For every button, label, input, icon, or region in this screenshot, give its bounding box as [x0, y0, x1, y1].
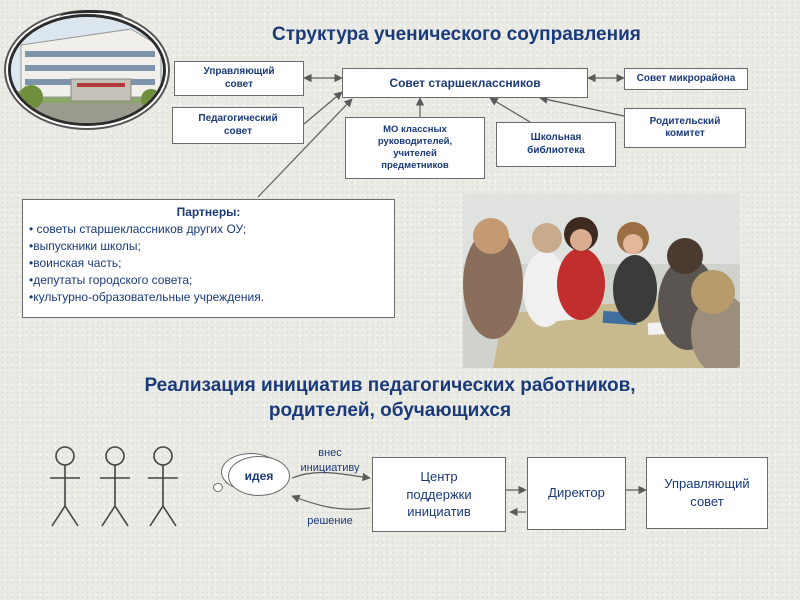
- org-box-teachers-association: МО классных руководителей, учителей пред…: [345, 117, 485, 179]
- students-meeting-photo: [463, 194, 740, 368]
- org-box-pedagogical-council: Педагогический совет: [172, 107, 304, 144]
- students-meeting-image: [463, 194, 740, 368]
- org-box-district-council: Совет микрорайона: [624, 68, 748, 90]
- stick-figure-icon: [50, 446, 80, 527]
- partners-item: •воинская часть;: [29, 256, 122, 271]
- flow-box-director: Директор: [527, 457, 626, 530]
- partners-box: Партнеры: • советы старшеклассников друг…: [22, 199, 395, 318]
- flow-label-back: решение: [307, 515, 353, 527]
- flow-box-governing-council: Управляющий совет: [646, 457, 768, 529]
- flow-box-initiative-center: Центр поддержки инициатив: [372, 457, 506, 532]
- thought-bubble-small: [213, 483, 223, 492]
- page-title: Структура ученического соуправления: [272, 24, 641, 45]
- logo-ornament: [60, 10, 124, 24]
- org-box-school-library: Школьная библиотека: [496, 122, 616, 167]
- flow-label-forward: внес инициативу: [300, 447, 360, 474]
- stick-figure-icon: [100, 446, 130, 527]
- stick-figure-icon: [148, 446, 178, 527]
- org-box-parent-committee: Родительский комитет: [624, 108, 746, 148]
- partners-item: • советы старшеклассников других ОУ;: [29, 222, 247, 237]
- partners-item: •культурно-образовательные учреждения.: [29, 290, 265, 305]
- partners-heading: Партнеры:: [176, 205, 241, 219]
- partners-item: •выпускники школы;: [29, 239, 141, 254]
- section-title: Реализация инициатив педагогических рабо…: [144, 375, 636, 421]
- idea-cloud: идея: [228, 456, 290, 496]
- partners-item: •депутаты городского совета;: [29, 273, 193, 288]
- stick-figures: [50, 446, 178, 527]
- org-box-governing-council: Управляющий совет: [174, 61, 304, 96]
- org-box-senior-council: Совет старшеклассников: [342, 68, 588, 98]
